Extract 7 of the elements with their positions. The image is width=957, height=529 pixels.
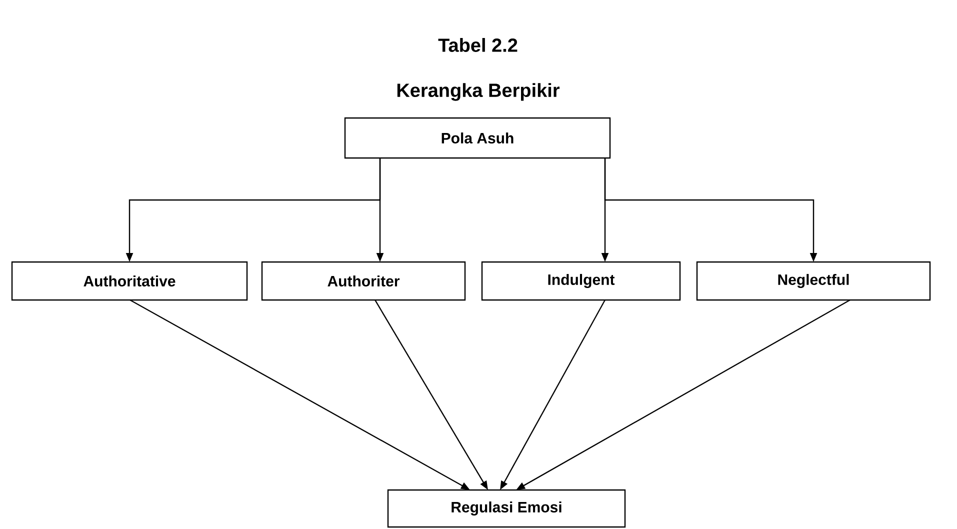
process-box: Authoriter — [261, 261, 466, 301]
process-box: Pola Asuh — [344, 117, 611, 159]
process-box: Indulgent — [481, 261, 681, 301]
title: Tabel 2.2 — [438, 38, 518, 52]
process-box: Regulasi Emosi — [387, 489, 626, 528]
process-box: Authoritative — [11, 261, 248, 301]
process-box: Neglectful — [696, 261, 931, 301]
